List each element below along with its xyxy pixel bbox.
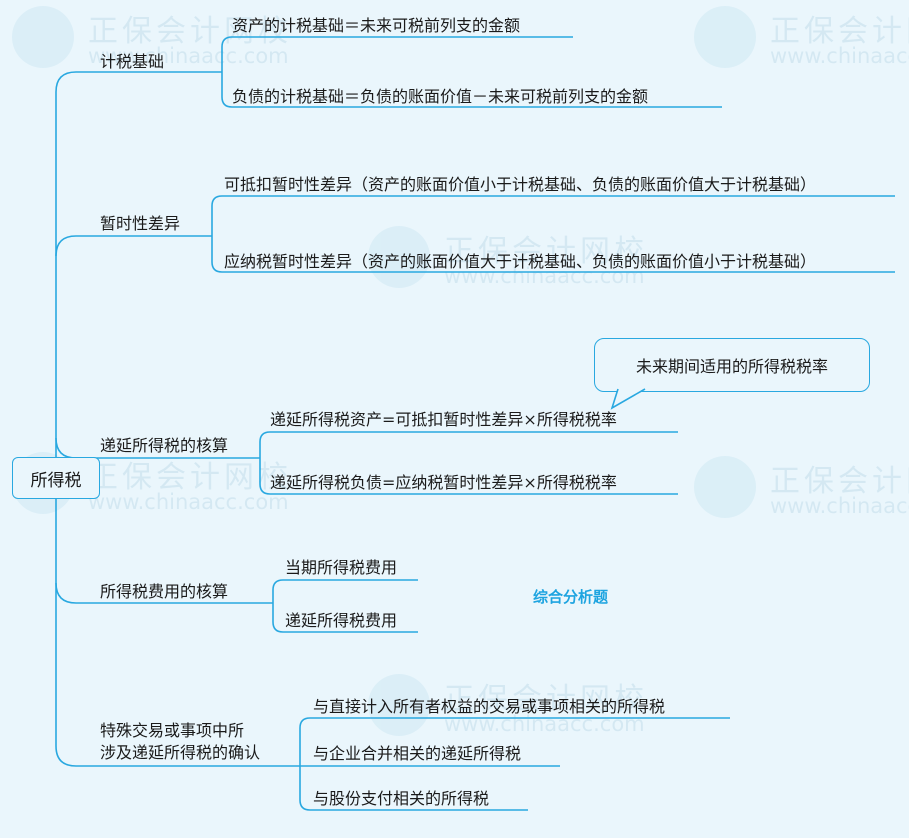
branch-label[interactable]: 暂时性差异 [100, 214, 181, 233]
logo-icon [12, 6, 74, 68]
leaf-label[interactable]: 与股份支付相关的所得税 [313, 789, 490, 808]
leaf-label[interactable]: 应纳税暂时性差异（资产的账面价值大于计税基础、负债的账面价值小于计税基础） [224, 252, 817, 271]
branch-label-line-2[interactable]: 涉及递延所得税的确认 [100, 743, 261, 762]
branch-label[interactable]: 递延所得税的核算 [100, 436, 229, 455]
root-node[interactable]: 所得税 [12, 457, 100, 499]
leaf-label[interactable]: 负债的计税基础＝负债的账面价值－未来可税前列支的金额 [232, 87, 649, 106]
branch-label[interactable]: 计税基础 [100, 52, 165, 71]
leaf-label[interactable]: 当期所得税费用 [285, 558, 398, 577]
leaf-label[interactable]: 与企业合并相关的递延所得税 [313, 744, 522, 763]
callout-note: 未来期间适用的所得税税率 [594, 338, 870, 392]
question-type-tag: 综合分析题 [533, 588, 609, 606]
logo-icon [694, 456, 756, 518]
connector-branch-5 [55, 583, 300, 767]
leaf-label[interactable]: 资产的计税基础＝未来可税前列支的金额 [232, 16, 521, 35]
logo-icon [368, 226, 430, 288]
branch-label-line-1[interactable]: 特殊交易或事项中所 [100, 721, 245, 740]
connector-branch-2 [55, 235, 212, 257]
branch-label[interactable]: 所得税费用的核算 [100, 582, 229, 601]
leaf-label[interactable]: 递延所得税资产=可抵扣暂时性差异×所得税税率 [270, 410, 617, 429]
logo-icon [368, 674, 430, 736]
connector-branch-1 [55, 71, 222, 479]
leaf-label[interactable]: 递延所得税负债=应纳税暂时性差异×所得税税率 [270, 473, 617, 492]
leaf-label[interactable]: 与直接计入所有者权益的交易或事项相关的所得税 [313, 697, 666, 716]
callout-text: 未来期间适用的所得税税率 [635, 357, 828, 376]
leaf-label[interactable]: 可抵扣暂时性差异（资产的账面价值小于计税基础、负债的账面价值大于计税基础） [224, 175, 817, 194]
leaf-label[interactable]: 递延所得税费用 [285, 611, 398, 630]
root-label: 所得税 [30, 470, 82, 491]
logo-icon [694, 6, 756, 68]
